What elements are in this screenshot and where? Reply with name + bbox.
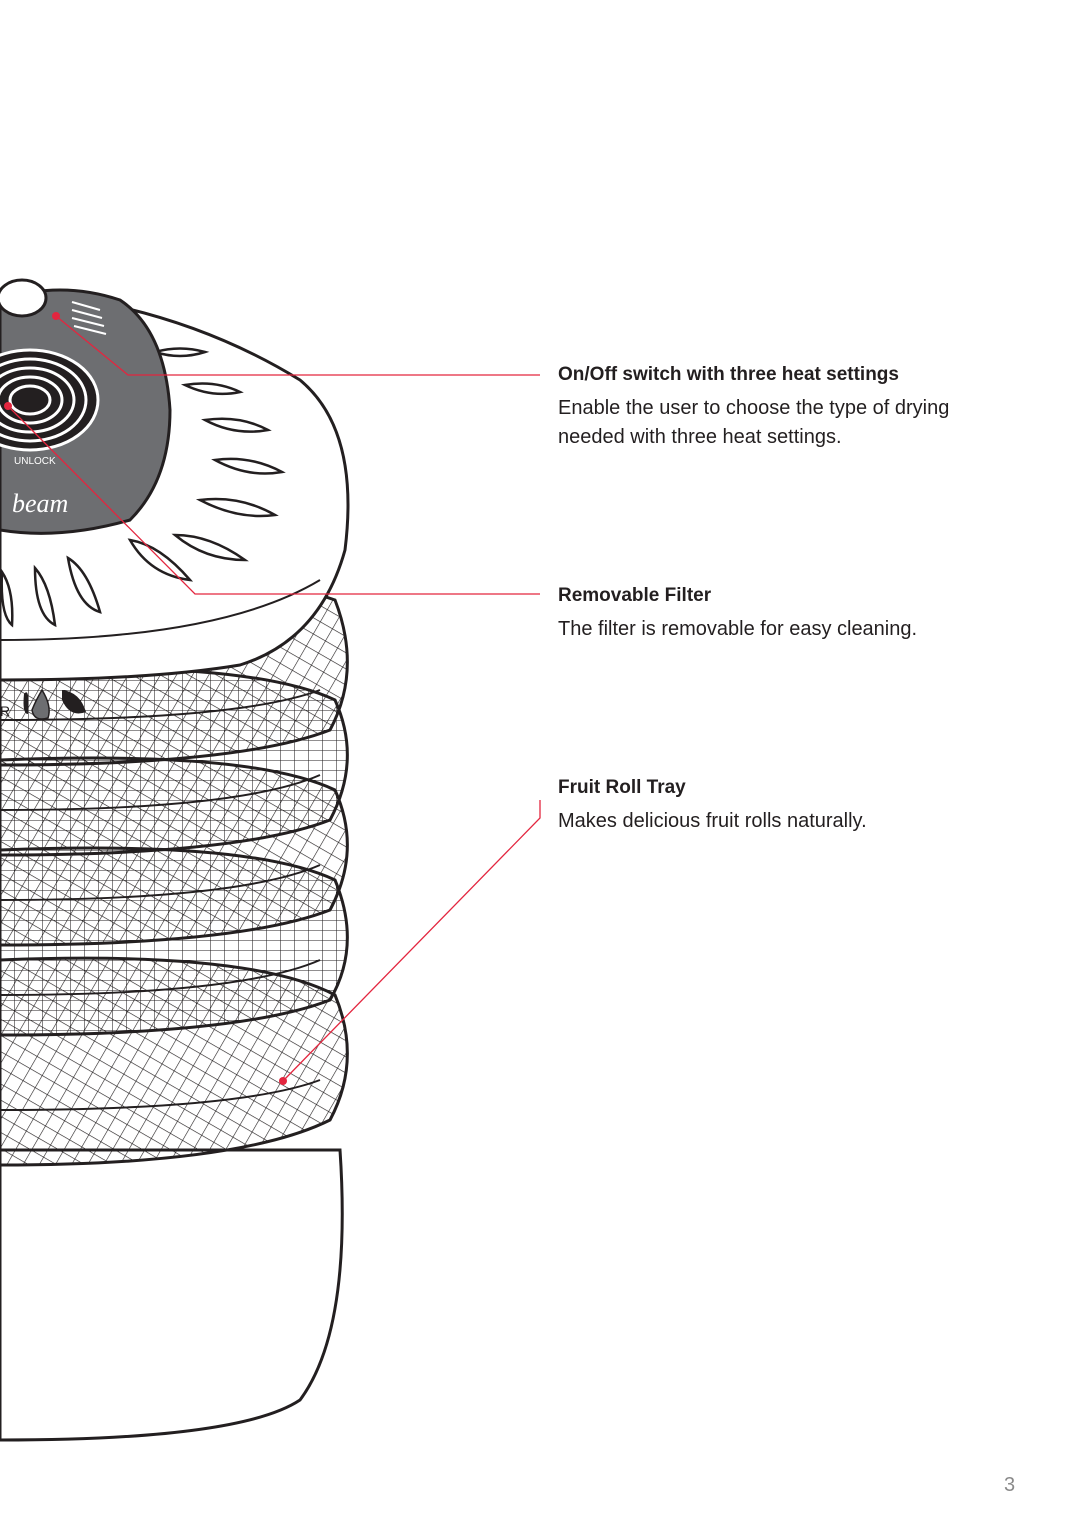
- callout-title: Removable Filter: [558, 585, 712, 606]
- callout-on-off-switch: On/Off switch with three heat settings E…: [558, 364, 1018, 452]
- leader-dots: [4, 312, 287, 1085]
- brand-logo: beam: [12, 489, 68, 518]
- chili-icon: [23, 692, 29, 714]
- heat-setting-knob: [0, 278, 48, 318]
- callout-title: Fruit Roll Tray: [558, 777, 686, 798]
- leader-lines: [7, 315, 541, 1082]
- banana-icon: [62, 690, 86, 714]
- leader-line-filter: [7, 405, 540, 595]
- page-number: 3: [1004, 1474, 1016, 1496]
- leader-line-switch: [55, 315, 540, 376]
- callout-removable-filter: Removable Filter The filter is removable…: [558, 585, 1018, 644]
- badge-letter: R: [0, 703, 10, 719]
- dehydrator-base: [0, 1148, 344, 1442]
- leader-line-tray: [282, 800, 541, 1082]
- callout-description: The filter is removable for easy cleanin…: [558, 617, 918, 640]
- lid-vent-slots: [0, 347, 286, 628]
- callout-description: Enable the user to choose the type of dr…: [558, 396, 950, 448]
- callout-description: Makes delicious fruit rolls naturally.: [558, 809, 867, 832]
- callout-fruit-roll-tray: Fruit Roll Tray Makes delicious fruit ro…: [558, 777, 1018, 836]
- vent-grille: [71, 301, 107, 335]
- callout-title: On/Off switch with three heat settings: [558, 364, 899, 385]
- removable-filter: [0, 348, 100, 452]
- unlock-label: UNLOCK: [14, 456, 56, 467]
- pear-icon: [31, 688, 50, 720]
